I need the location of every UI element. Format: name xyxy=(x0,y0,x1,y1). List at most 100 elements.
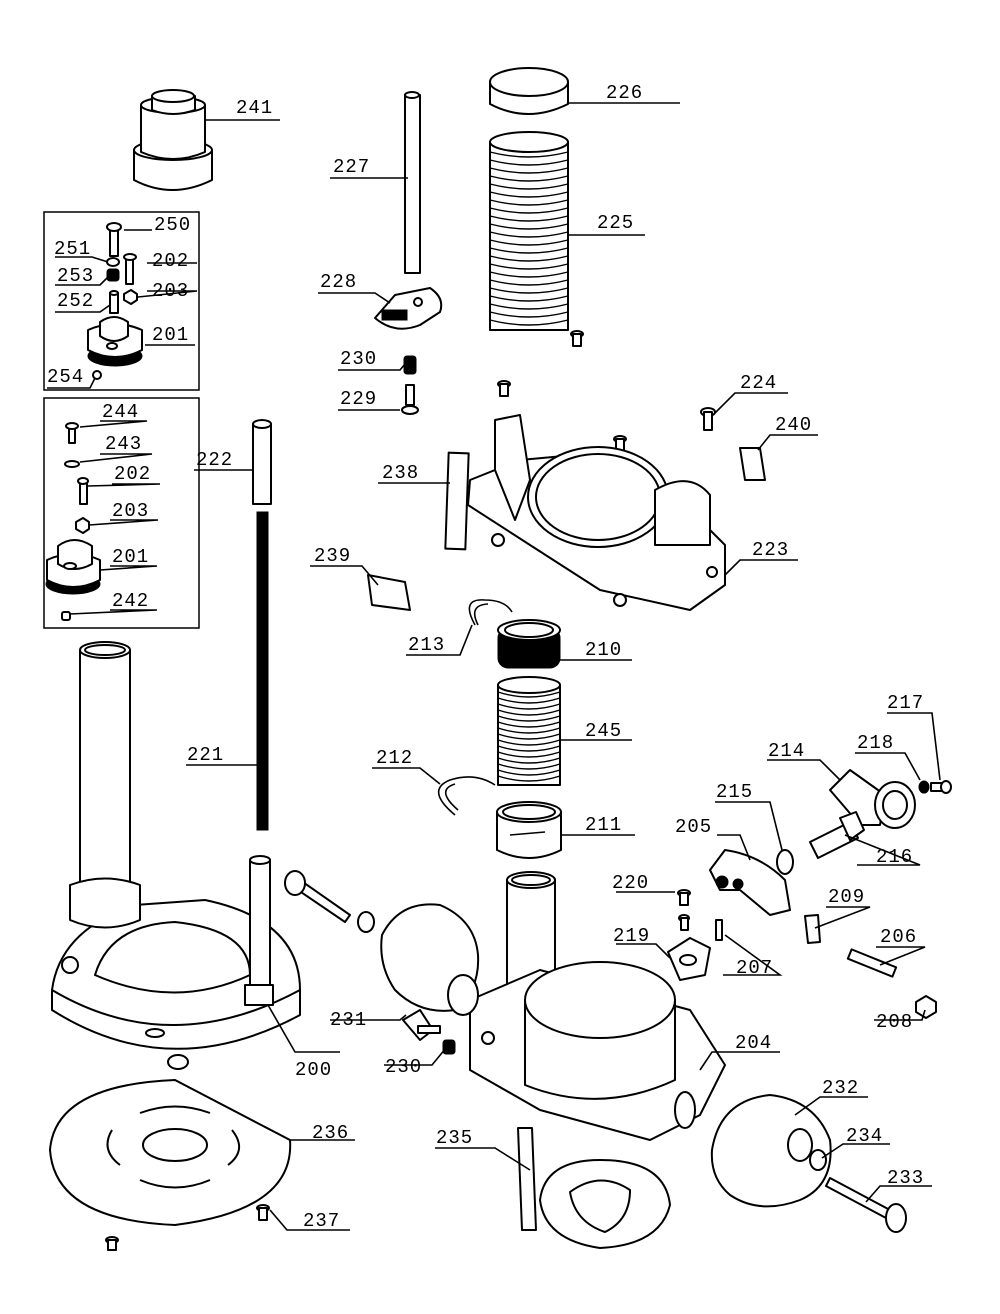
label-253: 253 xyxy=(57,265,94,287)
part-204-base xyxy=(469,871,726,1141)
part-238-strip xyxy=(444,451,470,551)
label-240: 240 xyxy=(775,414,812,436)
part-210-ring xyxy=(497,619,561,669)
label-232: 232 xyxy=(822,1077,859,1099)
label-206: 206 xyxy=(880,926,917,948)
part-217-screw xyxy=(930,780,952,794)
leader-lines xyxy=(47,102,941,1231)
part-220-screw xyxy=(677,889,691,906)
label-229: 229 xyxy=(340,388,377,410)
part-215-oring xyxy=(776,849,794,875)
part-235-chip-deflector xyxy=(517,1127,671,1249)
label-244: 244 xyxy=(102,401,139,423)
label-239: 239 xyxy=(314,545,351,567)
label-241: 241 xyxy=(236,97,273,119)
part-203-nut-lower xyxy=(75,517,90,534)
part-218-washer xyxy=(918,780,930,794)
label-231: 231 xyxy=(330,1009,367,1031)
label-230b: 230 xyxy=(385,1056,422,1078)
part-236-base-plate xyxy=(49,1079,292,1226)
label-251: 251 xyxy=(54,238,91,260)
part-211-ring xyxy=(496,801,562,859)
label-217: 217 xyxy=(887,692,924,714)
label-238: 238 xyxy=(382,462,419,484)
label-208: 208 xyxy=(876,1011,913,1033)
part-203-nut-upper xyxy=(123,289,138,305)
part-washer-center-left xyxy=(357,911,375,933)
part-229-screw xyxy=(401,384,419,415)
part-225-bellows xyxy=(489,131,569,331)
part-216-bolt xyxy=(809,811,865,859)
label-202a: 202 xyxy=(152,250,189,272)
label-242: 242 xyxy=(112,590,149,612)
part-knob-left xyxy=(380,903,480,1016)
part-221-spring xyxy=(256,511,269,831)
part-208-nut xyxy=(915,995,937,1019)
part-bolt-center-left xyxy=(284,870,351,923)
label-254: 254 xyxy=(47,366,84,388)
part-202-pin-lower xyxy=(77,477,89,505)
label-213: 213 xyxy=(408,634,445,656)
label-234: 234 xyxy=(846,1125,883,1147)
label-224: 224 xyxy=(740,372,777,394)
part-241-knob-cap xyxy=(133,89,213,191)
part-227-rod xyxy=(404,91,421,274)
part-screw-above-223 xyxy=(497,380,511,397)
label-205: 205 xyxy=(675,816,712,838)
part-242-pin xyxy=(61,611,71,621)
label-211: 211 xyxy=(585,814,622,836)
part-201-clamp-lower xyxy=(45,539,101,595)
part-screw-small xyxy=(678,914,690,931)
label-223: 223 xyxy=(752,539,789,561)
part-number-labels: 241 226 225 227 228 230 229 224 240 238 … xyxy=(47,82,924,1232)
part-245-spring xyxy=(497,676,561,786)
part-226-cap xyxy=(489,67,569,115)
label-236: 236 xyxy=(312,1122,349,1144)
label-243: 243 xyxy=(105,433,142,455)
part-240-label xyxy=(739,447,766,481)
part-233-bolt xyxy=(825,1177,907,1233)
label-227: 227 xyxy=(333,156,370,178)
label-201a: 201 xyxy=(152,324,189,346)
label-215: 215 xyxy=(716,781,753,803)
part-209-plate xyxy=(804,914,821,944)
label-252: 252 xyxy=(57,290,94,312)
label-221: 221 xyxy=(187,744,224,766)
part-230-spring-lower xyxy=(442,1039,456,1055)
part-206-pin xyxy=(846,948,898,978)
label-209: 209 xyxy=(828,886,865,908)
part-212-clip xyxy=(437,776,496,816)
part-253-spring xyxy=(106,268,120,282)
label-222: 222 xyxy=(196,449,233,471)
part-252-spacer xyxy=(109,290,119,314)
part-202-pin-upper xyxy=(123,253,137,285)
part-205-lever xyxy=(709,849,791,916)
part-200-base xyxy=(51,641,301,1070)
part-222-tube xyxy=(252,419,272,505)
label-212: 212 xyxy=(376,747,413,769)
part-223-housing xyxy=(467,414,726,611)
label-204: 204 xyxy=(735,1032,772,1054)
part-224-screw xyxy=(700,407,716,431)
part-251-washer xyxy=(106,257,120,267)
part-250-screw xyxy=(106,222,122,257)
label-203b: 203 xyxy=(112,500,149,522)
inset-box-upper xyxy=(43,211,200,391)
part-234-washer xyxy=(809,1149,827,1171)
part-232-knob xyxy=(710,1094,832,1208)
label-233: 233 xyxy=(887,1167,924,1189)
part-219-bracket xyxy=(667,937,711,981)
label-235: 235 xyxy=(436,1127,473,1149)
label-225: 225 xyxy=(597,212,634,234)
part-230-spring-upper xyxy=(403,355,417,375)
label-202b: 202 xyxy=(114,463,151,485)
part-201-clamp-upper xyxy=(87,316,143,367)
part-screw-bottom-left xyxy=(105,1236,119,1251)
label-218: 218 xyxy=(857,732,894,754)
label-200: 200 xyxy=(295,1059,332,1081)
label-220: 220 xyxy=(612,872,649,894)
label-214: 214 xyxy=(768,740,805,762)
part-213-clip xyxy=(468,599,513,626)
label-226: 226 xyxy=(606,82,643,104)
